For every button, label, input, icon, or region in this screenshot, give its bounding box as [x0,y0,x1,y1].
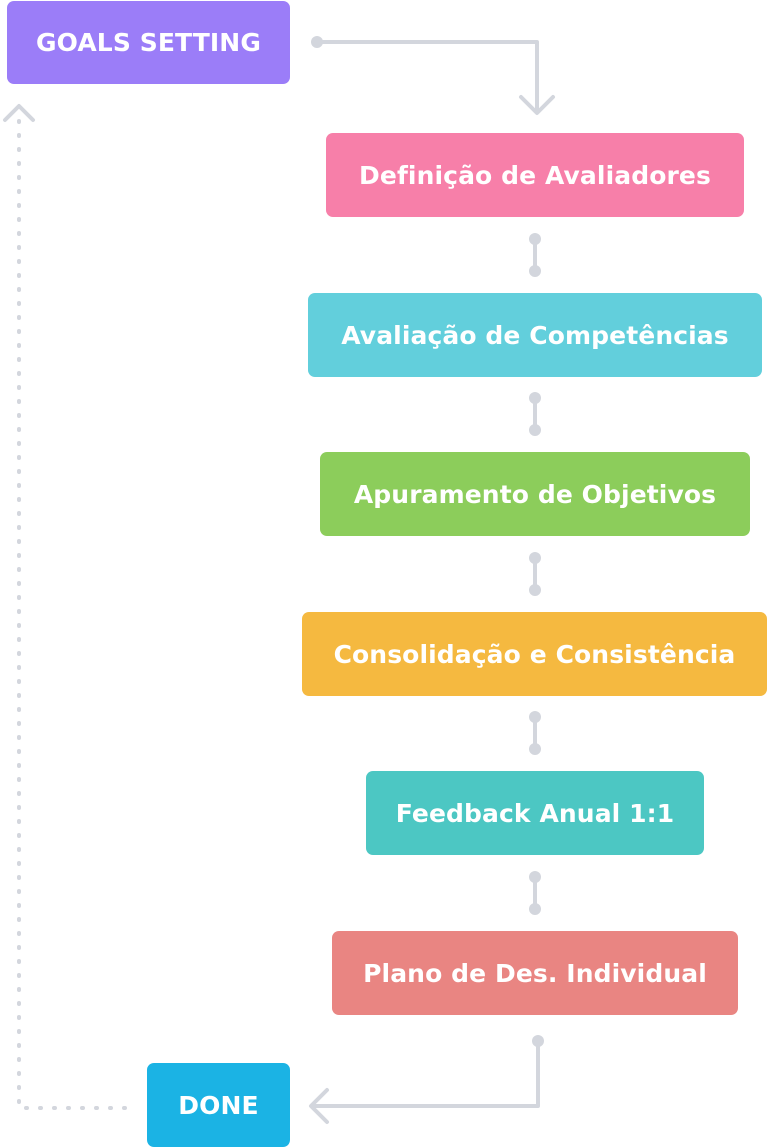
connector-elbow-line [310,1039,540,1108]
step-connector [529,392,541,436]
step-definicao-de-avaliadores: Definição de Avaliadores [326,133,744,217]
step-connector [529,871,541,915]
step-connector [529,552,541,596]
step-connector [529,711,541,755]
connector-elbow-line [315,40,539,114]
dotted-loop-line [17,111,127,1110]
arrow-up-icon [3,104,35,122]
arrow-left-icon [309,1088,329,1124]
goals-setting-box: GOALS SETTING [7,1,290,84]
step-consolidacao-e-consistencia: Consolidação e Consistência [302,612,767,696]
loop-back-connector [3,104,127,1110]
done-box: DONE [147,1063,290,1147]
last-step-to-done-connector [309,1035,544,1124]
step-plano-de-des-individual: Plano de Des. Individual [332,931,738,1015]
goals-to-first-step-connector [311,36,555,115]
step-avaliacao-de-competencias: Avaliação de Competências [308,293,762,377]
step-feedback-anual: Feedback Anual 1:1 [366,771,704,855]
step-apuramento-de-objetivos: Apuramento de Objetivos [320,452,750,536]
arrow-down-icon [519,95,555,115]
step-connector [529,233,541,277]
